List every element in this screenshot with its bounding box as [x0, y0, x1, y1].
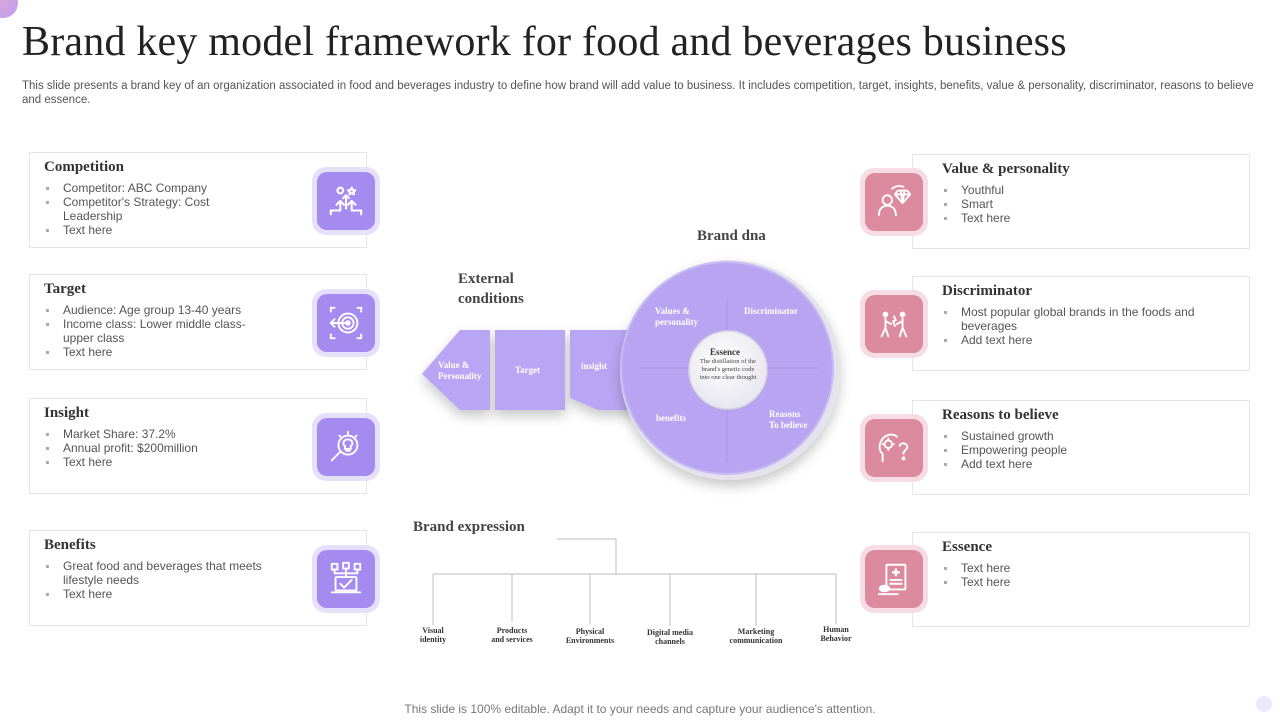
arrow-label-value-personality: Value & Personality	[438, 360, 482, 381]
card-list: Audience: Age group 13-40 years Income c…	[44, 303, 264, 359]
list-item: Add text here	[942, 457, 1212, 471]
brand-expression-tree	[432, 538, 837, 626]
brand-dna-label: Brand dna	[697, 228, 766, 244]
expression-item-human-behavior: Human Behavior	[820, 625, 852, 643]
magnifier-lightbulb-icon	[330, 430, 359, 462]
essence-core	[688, 330, 768, 410]
card-list: Most popular global brands in the foods …	[942, 305, 1212, 347]
card-list: Competitor: ABC Company Competitor's Str…	[44, 181, 264, 237]
quadrant-label-values: Values & personality	[655, 306, 699, 327]
page-subtitle: This slide presents a brand key of an or…	[22, 80, 1254, 106]
external-conditions-label: External conditions	[458, 271, 524, 307]
list-item: Add text here	[942, 333, 1212, 347]
arrow-label-insight: insight	[581, 361, 608, 371]
card-title: Insight	[44, 405, 90, 421]
card-title: Discriminator	[942, 283, 1032, 299]
card-title: Benefits	[44, 537, 96, 553]
list-item: Great food and beverages that meets life…	[44, 559, 264, 587]
card-competition: Competition Competitor: ABC Company Comp…	[29, 152, 367, 248]
expression-item-marketing: Marketing communication	[729, 627, 783, 645]
footer-note: This slide is 100% editable. Adapt it to…	[404, 702, 876, 716]
list-item: Text here	[942, 575, 1212, 589]
card-target: Target Audience: Age group 13-40 years I…	[29, 274, 367, 370]
quadrant-label-discriminator: Discriminator	[744, 306, 798, 316]
card-title: Value & personality	[942, 161, 1070, 177]
expression-item-physical: Physical Environments	[565, 627, 615, 645]
expression-item-visual-identity: Visual identity	[419, 626, 447, 644]
list-item: Audience: Age group 13-40 years	[44, 303, 264, 317]
card-title: Target	[44, 281, 86, 297]
card-list: Youthful Smart Text here	[942, 183, 1212, 225]
card-insight: Insight Market Share: 37.2% Annual profi…	[29, 398, 367, 494]
card-list: Text here Text here	[942, 561, 1212, 589]
arrow-head-segment	[422, 330, 490, 410]
card-list: Market Share: 37.2% Annual profit: $200m…	[44, 427, 264, 469]
list-item: Text here	[44, 345, 264, 359]
list-item: Annual profit: $200million	[44, 441, 264, 455]
target-bullseye-icon	[329, 306, 363, 340]
list-item: Income class: Lower middle class-upper c…	[44, 317, 264, 345]
target-icon-tile	[312, 289, 380, 357]
laptop-checkmark-icon	[330, 561, 362, 594]
essence-core-title: Essence	[710, 347, 740, 357]
reasons-icon-tile	[860, 414, 928, 482]
arrow-middle-segment	[495, 330, 565, 410]
card-list: Great food and beverages that meets life…	[44, 559, 264, 601]
insight-icon-tile	[312, 413, 380, 481]
list-item: Smart	[942, 197, 1212, 211]
medical-clipboard-icon	[877, 563, 907, 596]
expression-item-digital: Digital media channels	[647, 628, 693, 646]
card-benefits: Benefits Great food and beverages that m…	[29, 530, 367, 626]
essence-icon-tile	[860, 545, 928, 613]
card-title: Reasons to believe	[942, 407, 1059, 423]
competition-arrows-icon	[329, 186, 363, 216]
list-item: Competitor's Strategy: Cost Leadership	[44, 195, 264, 223]
list-item: Text here	[44, 587, 264, 601]
list-item: Competitor: ABC Company	[44, 181, 264, 195]
decorative-corner-circle	[0, 0, 18, 18]
benefits-icon-tile	[312, 545, 380, 613]
person-diamond-icon	[877, 185, 912, 217]
page-title: Brand key model framework for food and b…	[22, 19, 1067, 65]
brand-expression-label: Brand expression	[413, 519, 525, 535]
list-item: Text here	[44, 455, 264, 469]
competition-icon-tile	[312, 167, 380, 235]
card-list: Sustained growth Empowering people Add t…	[942, 429, 1212, 471]
head-question-icon	[878, 433, 909, 463]
list-item: Most popular global brands in the foods …	[942, 305, 1212, 333]
card-reasons-to-believe: Reasons to believe Sustained growth Empo…	[912, 400, 1250, 495]
list-item: Empowering people	[942, 443, 1212, 457]
quadrant-label-benefits: benefits	[656, 413, 686, 423]
list-item: Text here	[942, 211, 1212, 225]
arrow-label-target: Target	[515, 365, 541, 375]
list-item: Sustained growth	[942, 429, 1212, 443]
people-conflict-icon	[880, 311, 908, 338]
quadrant-label-reasons: Reasons To believe	[769, 409, 808, 430]
expression-item-products: Products and services	[491, 626, 533, 644]
decorative-corner-dot	[1256, 696, 1272, 712]
card-value-personality: Value & personality Youthful Smart Text …	[912, 154, 1250, 249]
list-item: Youthful	[942, 183, 1212, 197]
list-item: Text here	[44, 223, 264, 237]
list-item: Market Share: 37.2%	[44, 427, 264, 441]
card-title: Essence	[942, 539, 992, 555]
essence-core-description: The distillation of the brand's genetic …	[699, 358, 757, 381]
list-item: Text here	[942, 561, 1212, 575]
card-essence: Essence Text here Text here	[912, 532, 1250, 627]
card-title: Competition	[44, 159, 124, 175]
value-personality-icon-tile	[860, 168, 928, 236]
discriminator-icon-tile	[860, 290, 928, 358]
